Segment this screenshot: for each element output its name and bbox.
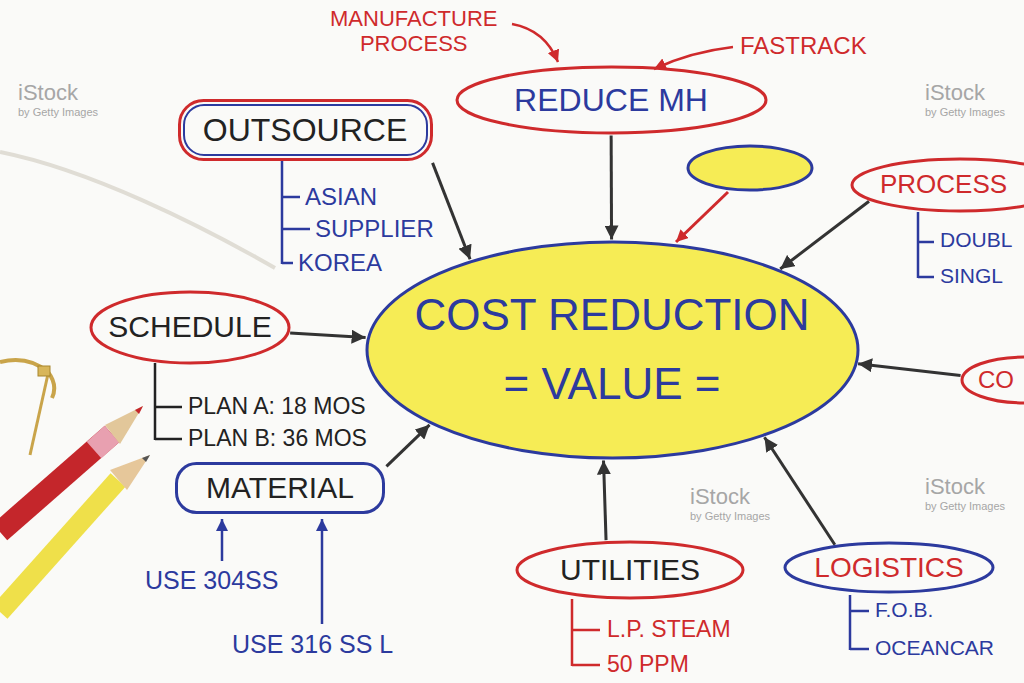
node-outline xyxy=(184,105,427,155)
connector-arrow xyxy=(610,136,613,240)
eyeglasses xyxy=(0,360,54,455)
list-item: PLAN A: 18 MOS xyxy=(188,393,366,419)
node-label: MATERIAL xyxy=(206,471,354,506)
watermark: by Getty Images xyxy=(690,510,770,523)
watermark: iStock xyxy=(690,484,750,509)
watermark: iStock xyxy=(18,80,78,105)
connector-arrow xyxy=(764,437,834,545)
node-outline xyxy=(852,159,1024,211)
watermark: iStock xyxy=(925,80,985,105)
pencils xyxy=(135,406,143,414)
note-label: USE 304SS xyxy=(145,566,278,595)
connector-arrow xyxy=(290,333,365,338)
list-item: KOREA xyxy=(298,249,382,277)
connector-arrow xyxy=(780,201,869,269)
note-label: USE 316 SS L xyxy=(232,630,393,659)
topic-ellipse: PROCESS xyxy=(850,157,1024,213)
watermark: by Getty Images xyxy=(18,106,98,119)
material-arrow xyxy=(221,519,224,561)
note-label: FASTRACK xyxy=(740,32,867,60)
list-item: OCEANCAR xyxy=(875,636,994,660)
topic-ellipse: SCHEDULE xyxy=(89,290,291,365)
node-label: SCHEDULE xyxy=(108,310,271,345)
node-outline xyxy=(962,357,1024,403)
pencils xyxy=(94,434,112,450)
topic-box: MATERIAL xyxy=(175,462,385,514)
idea-bubble xyxy=(676,146,812,242)
topic-ellipse: CO xyxy=(960,355,1024,405)
node-outline xyxy=(785,543,993,592)
list-item: SUPPLIER xyxy=(315,215,434,243)
node-outline xyxy=(177,464,384,513)
watermark: iStock xyxy=(925,474,985,499)
node-outline xyxy=(179,101,431,160)
leader-arrow xyxy=(512,24,733,69)
watermark: by Getty Images xyxy=(925,500,1005,513)
idea-bubble xyxy=(676,192,728,242)
list-item: DOUBL xyxy=(940,228,1012,252)
list-bracket xyxy=(282,160,310,264)
list-item: L.P. STEAM xyxy=(607,616,731,642)
node-outline xyxy=(517,542,743,598)
node-label: = VALUE = xyxy=(504,359,721,410)
node-label: CO xyxy=(978,366,1014,394)
node-outline xyxy=(457,67,766,133)
list-item: PLAN B: 36 MOS xyxy=(188,425,367,451)
pencils xyxy=(110,455,150,490)
eyeglasses xyxy=(38,366,50,376)
node-label: OUTSOURCE xyxy=(203,112,407,149)
node-outline xyxy=(365,240,860,460)
pencils xyxy=(105,406,143,444)
list-bracket xyxy=(572,599,600,666)
connector-arrow xyxy=(858,364,960,376)
leader-arrow xyxy=(654,47,733,69)
topic-box: OUTSOURCE xyxy=(178,99,433,161)
connector-arrow xyxy=(386,425,429,467)
topic-ellipse: UTILITIES xyxy=(515,540,745,600)
note-label: MANUFACTURE PROCESS xyxy=(330,6,497,57)
topic-ellipse: LOGISTICS xyxy=(783,541,995,594)
connector-arrow xyxy=(433,163,471,259)
thread xyxy=(0,152,275,268)
list-item: SINGL xyxy=(940,264,1003,288)
eyeglasses xyxy=(30,374,48,455)
list-item: F.O.B. xyxy=(875,598,933,622)
connector-arrow xyxy=(604,460,607,540)
list-item: ASIAN xyxy=(305,183,377,211)
pencils xyxy=(0,480,118,612)
list-bracket xyxy=(155,363,182,440)
topic-ellipse: REDUCE MH xyxy=(455,65,768,135)
node-label: LOGISTICS xyxy=(814,552,963,584)
watermark: by Getty Images xyxy=(925,106,1005,119)
pencils xyxy=(0,406,150,612)
node-outline xyxy=(91,292,289,363)
node-label: REDUCE MH xyxy=(514,82,708,119)
central-ellipse: COST REDUCTION = VALUE = xyxy=(365,240,860,460)
node-label: COST REDUCTION xyxy=(414,290,809,341)
node-outline xyxy=(367,242,858,458)
pencils xyxy=(142,455,150,462)
material-arrow xyxy=(321,519,324,624)
leader-arrow xyxy=(512,24,558,62)
idea-bubble xyxy=(688,146,812,190)
node-label: UTILITIES xyxy=(560,553,700,588)
list-bracket xyxy=(850,595,869,650)
list-bracket xyxy=(918,212,934,278)
list-item: 50 PPM xyxy=(607,651,689,677)
node-label: PROCESS xyxy=(880,170,1007,200)
thread xyxy=(0,152,275,268)
